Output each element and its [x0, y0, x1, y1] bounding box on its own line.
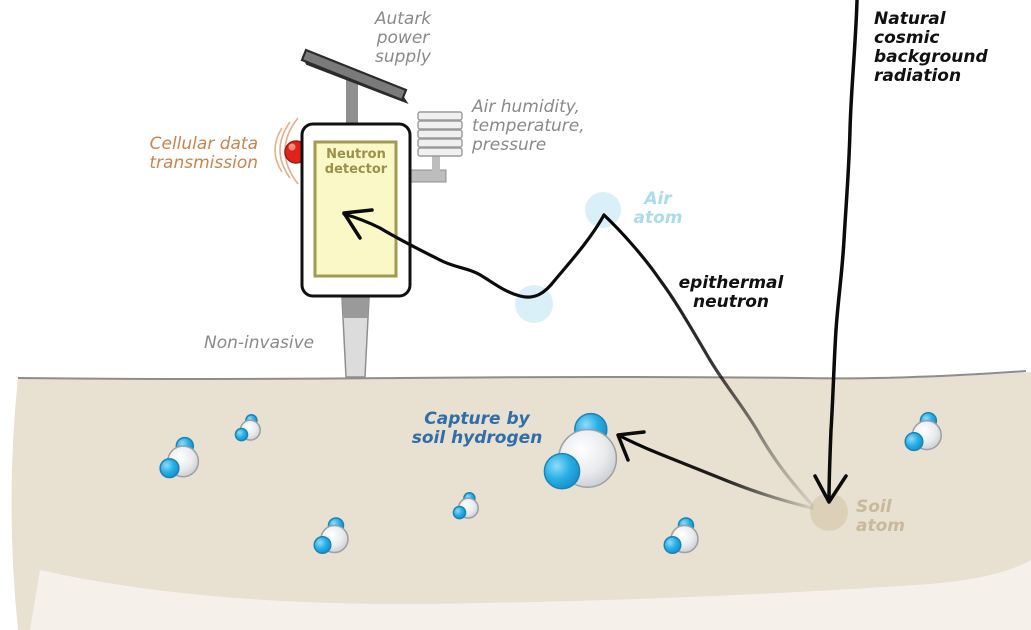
- water-molecule-icon: [234, 414, 261, 442]
- soil-atom: [810, 493, 848, 531]
- hydrogen-atom: [663, 536, 682, 554]
- epithermal-neutron-path: [602, 213, 814, 507]
- hydrogen-atom: [313, 536, 332, 554]
- detector-arrowhead: [342, 208, 374, 240]
- cellular-label: Cellular data transmission: [149, 134, 258, 174]
- water-molecule-icon: [663, 517, 699, 554]
- air-atom-label: Air atom: [633, 189, 683, 229]
- capture-arrowhead: [616, 430, 646, 462]
- neutron-path-to-detector: [342, 212, 606, 299]
- cosmic-arrowhead: [813, 474, 848, 504]
- hydrogen-atom: [159, 458, 180, 479]
- weather-sensor-label: Air humidity, temperature, pressure: [472, 97, 585, 156]
- water-molecules: [159, 412, 942, 554]
- cosmic-ray-arrow: [827, 0, 859, 502]
- air-atom-lower: [515, 285, 553, 323]
- soil-atom-label: Soil atom: [856, 497, 905, 537]
- capture-path: [618, 434, 814, 510]
- hydrogen-atom: [543, 452, 581, 490]
- solar-panel-icon: [300, 48, 409, 105]
- ground-surface-line: [17, 370, 1027, 380]
- hydrogen-atom: [452, 505, 467, 520]
- sensor-pole: [341, 80, 370, 378]
- weather-screen-icon: [407, 111, 463, 183]
- non-invasive-label: Non-invasive: [204, 333, 315, 353]
- soil-ground: [11, 372, 1031, 630]
- capture-label: Capture by soil hydrogen: [411, 409, 543, 449]
- water-molecule-icon: [159, 436, 200, 479]
- cosmic-radiation-label: Natural cosmic background radiation: [874, 9, 988, 87]
- epithermal-neutron-label: epithermal neutron: [678, 273, 784, 313]
- air-atom-upper: [585, 192, 621, 228]
- water-molecule-icon: [313, 517, 349, 554]
- neutron-detector-label: Neutron detector: [324, 147, 388, 177]
- hydrogen-atom: [234, 427, 249, 442]
- water-molecule-icon: [904, 412, 942, 452]
- water-molecule-icon: [543, 412, 618, 490]
- soil-bottom-edge: [30, 560, 1031, 630]
- hydrogen-atom: [904, 432, 924, 452]
- water-molecule-icon: [452, 492, 479, 520]
- power-supply-label: Autark power supply: [374, 9, 432, 68]
